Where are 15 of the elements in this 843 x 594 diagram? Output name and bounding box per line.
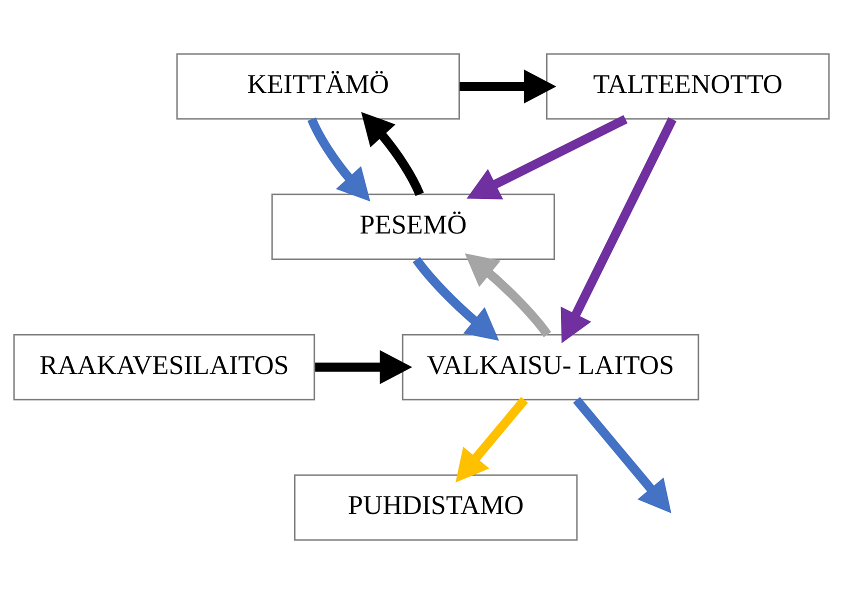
node-box: KEITTÄMÖ — [176, 53, 460, 120]
arrow — [460, 69, 556, 104]
arrow — [573, 396, 672, 514]
arrow — [308, 117, 370, 202]
node-box: PUHDISTAMO — [294, 474, 578, 541]
arrow — [456, 396, 528, 482]
arrow — [466, 115, 628, 200]
arrow — [361, 112, 424, 196]
node-box: VALKAISU- LAITOS — [402, 334, 700, 400]
arrow — [315, 350, 412, 384]
node-box: RAAKAVESILAITOS — [13, 334, 316, 400]
node-box: PESEMÖ — [271, 194, 556, 260]
arrow — [412, 256, 500, 341]
node-box: TALTEENOTTO — [546, 53, 830, 120]
arrow — [560, 117, 676, 344]
